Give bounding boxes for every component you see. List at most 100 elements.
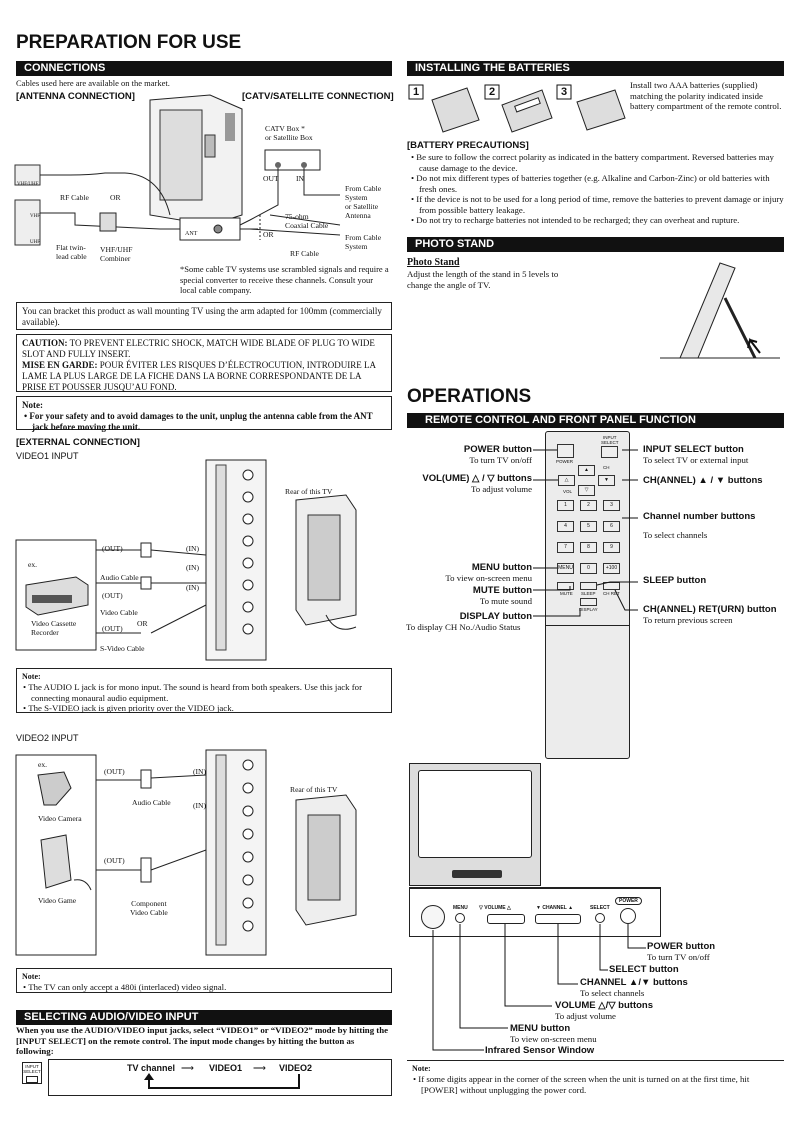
battery-precautions-heading: [BATTERY PRECAUTIONS]: [407, 140, 529, 151]
callout-input-select: INPUT SELECT button To select TV or exte…: [643, 444, 749, 465]
battery-step-3: 3: [561, 86, 568, 98]
tv-screen: [418, 770, 532, 858]
remote-power-button[interactable]: [557, 444, 574, 458]
v1-out1: (OUT): [102, 544, 123, 553]
v1-svideo-cable: S-Video Cable: [100, 644, 145, 653]
callout-display: DISPLAY button To display CH No./Audio S…: [406, 611, 532, 632]
remote-number-button[interactable]: 9: [603, 542, 620, 553]
remote-ch-up-button[interactable]: ▲: [578, 465, 595, 476]
photo-stand-illustration: [660, 262, 780, 359]
panel-channel-buttons[interactable]: [535, 914, 581, 924]
selecting-bar: SELECTING AUDIO/VIDEO INPUT: [16, 1010, 392, 1025]
remote-number-button[interactable]: 4: [557, 521, 574, 532]
remote-plus100-button[interactable]: +100: [603, 563, 620, 574]
remote-number-button[interactable]: 3: [603, 500, 620, 511]
operations-note-item: If some digits appear in the corner of t…: [412, 1074, 779, 1095]
in-label: IN: [296, 174, 305, 183]
connections-bar: CONNECTIONS: [16, 61, 392, 76]
flat-twin-label: Flat twin- lead cable: [56, 243, 87, 261]
vhf-label: VHF: [30, 214, 41, 219]
rf-cable-label-2: RF Cable: [290, 249, 319, 258]
flow-arrow-1: ⟶: [181, 1063, 194, 1073]
antenna-note-box: Note: • For your safety and to avoid dam…: [16, 396, 392, 432]
v1-out3: (OUT): [102, 624, 123, 633]
video1-note-item: The AUDIO L jack is for mono input. The …: [22, 682, 386, 703]
v1-out2: (OUT): [102, 591, 123, 600]
v2-out1: (OUT): [104, 767, 125, 776]
video1-note-label: Note:: [22, 672, 41, 681]
callout-channel: CH(ANNEL) ▲ / ▼ buttons: [643, 475, 763, 486]
batteries-bar: INSTALLING THE BATTERIES: [407, 61, 784, 76]
remote-ch-label: CH: [603, 465, 610, 470]
battery-step-2: 2: [489, 86, 496, 98]
antenna-heading: [ANTENNA CONNECTION]: [16, 91, 135, 102]
battery-precautions-list: Be sure to follow the correct polarity a…: [410, 152, 784, 226]
video2-heading: VIDEO2 INPUT: [16, 733, 79, 743]
video2-diagram: [15, 749, 357, 956]
remote-panel-bar: REMOTE CONTROL AND FRONT PANEL FUNCTION: [407, 413, 784, 428]
cables-intro: Cables used here are available on the ma…: [16, 78, 170, 88]
antenna-diagram: [14, 94, 341, 246]
remote-display-button[interactable]: [580, 598, 597, 606]
panel-callout-sensor: Infrared Sensor Window: [485, 1045, 595, 1056]
callout-power: POWER button To turn TV on/off: [463, 444, 532, 465]
remote-number-button[interactable]: 2: [580, 500, 597, 511]
remote-menu-button[interactable]: MENU: [557, 563, 574, 574]
flow-return-arrow: [144, 1073, 300, 1089]
v2-in1: (IN): [193, 767, 207, 776]
panel-select-button[interactable]: [595, 913, 605, 923]
flow-tv-channel: TV channel: [127, 1063, 176, 1073]
remote-number-button[interactable]: 1: [557, 500, 574, 511]
remote-leader-lines: [533, 449, 638, 617]
scramble-note: *Some cable TV systems use scrambled sig…: [180, 264, 389, 295]
callout-chret: CH(ANNEL) RET(URN) button To return prev…: [643, 604, 777, 625]
input-flow-box: TV channel ⟶ VIDEO1 ⟶ VIDEO2: [48, 1059, 392, 1096]
tv-control-strip: [452, 870, 502, 878]
precaution-item: Do not mix different types of batteries …: [410, 173, 784, 194]
callout-sleep: SLEEP button: [643, 575, 707, 586]
panel-select-label: SELECT: [590, 905, 610, 911]
v1-audio-cable: Audio Cable: [100, 573, 139, 582]
photo-stand-text: Adjust the length of the stand in 5 leve…: [407, 269, 559, 290]
or-label-2: OR: [263, 230, 274, 239]
remote-input-select-button[interactable]: [601, 446, 618, 458]
remote-sleep-button[interactable]: [580, 582, 597, 590]
v1-ex: ex.: [28, 560, 38, 569]
remote-chret-label: CH RET: [603, 591, 620, 596]
v2-rear-label: Rear of this TV: [290, 785, 338, 794]
video2-note-box: Note: The TV can only accept a 480i (int…: [16, 968, 392, 993]
video1-note-box: Note: The AUDIO L jack is for mono input…: [16, 668, 392, 713]
photo-stand-heading: Photo Stand: [407, 257, 460, 268]
video1-note-item: The S-VIDEO jack is given priority over …: [22, 703, 386, 714]
callout-menu: MENU button To view on-screen menu: [445, 562, 532, 583]
antenna-note-text: For your safety and to avoid damages to …: [29, 411, 373, 432]
panel-volume-label: ▽ VOLUME △: [479, 905, 511, 911]
remote-input-label: INPUT SELECT: [601, 435, 619, 445]
operations-note-label: Note:: [412, 1064, 431, 1073]
remote-number-button[interactable]: 6: [603, 521, 620, 532]
catv-box-label: CATV Box * or Satellite Box: [265, 124, 313, 142]
from-cable-label: From Cable System: [345, 233, 382, 251]
combiner-label: VHF/UHF Combiner: [100, 245, 133, 263]
caution-box: CAUTION: TO PREVENT ELECTRIC SHOCK, MATC…: [16, 334, 392, 392]
external-heading: [EXTERNAL CONNECTION]: [16, 437, 140, 448]
callout-mute: MUTE button To mute sound: [472, 585, 532, 606]
remote-vol-down-button[interactable]: ▽: [578, 485, 595, 496]
catv-heading: [CATV/SATELLITE CONNECTION]: [242, 91, 394, 102]
remote-number-button[interactable]: 7: [557, 542, 574, 553]
remote-zero-button[interactable]: 0: [580, 563, 597, 574]
flow-video2: VIDEO2: [279, 1063, 313, 1073]
uhf-label: UHF: [30, 240, 41, 245]
remote-number-button[interactable]: 5: [580, 521, 597, 532]
panel-menu-button[interactable]: [455, 913, 465, 923]
panel-callout-select: SELECT button: [609, 964, 679, 975]
panel-leader-lines: [432, 924, 646, 1051]
remote-number-button[interactable]: 8: [580, 542, 597, 553]
v2-component: Component Video Cable: [130, 899, 168, 917]
or-label: OR: [110, 193, 121, 202]
panel-power-button[interactable]: [620, 908, 636, 924]
panel-volume-buttons[interactable]: [487, 914, 525, 924]
panel-menu-label: MENU: [453, 905, 468, 911]
remote-ch-down-button[interactable]: ▼: [598, 475, 615, 486]
remote-vol-up-button[interactable]: △: [558, 475, 575, 486]
